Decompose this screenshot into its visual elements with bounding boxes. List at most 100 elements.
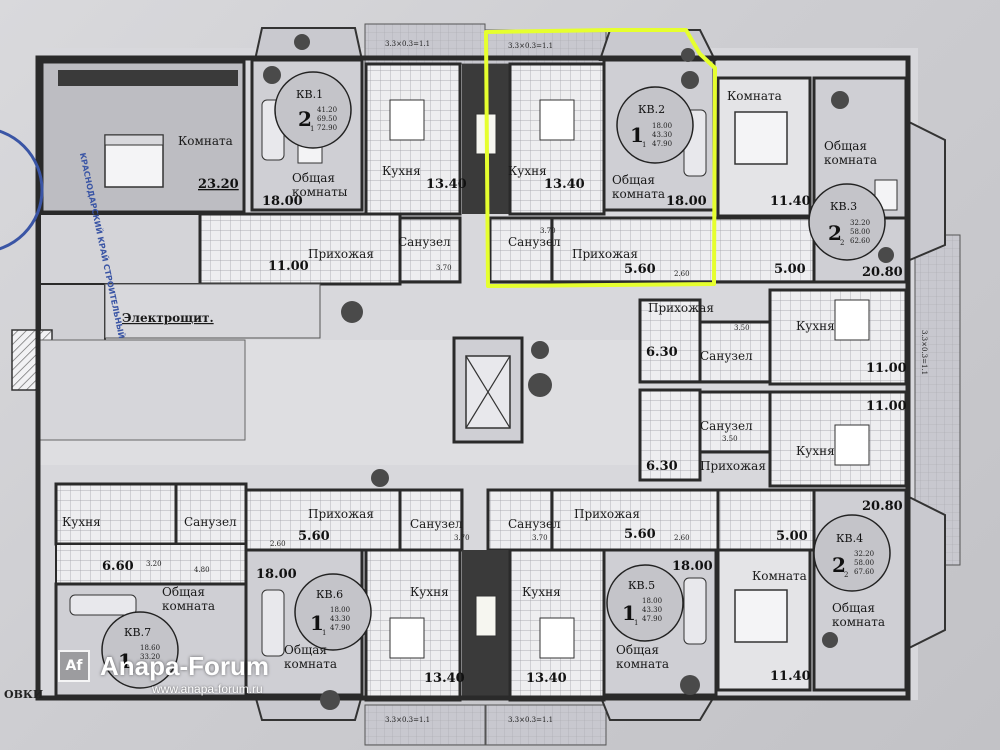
- label-kuhnya-2: Кухня: [508, 164, 547, 178]
- plant-icon: [681, 71, 699, 89]
- area-komnata-br: 11.40: [770, 669, 811, 684]
- balcony-label-bottom-mid: 3.3×0.3=1.1: [508, 716, 553, 724]
- label-sanuzel-6: Санузел: [508, 517, 561, 531]
- area-sanuzel-5: 3.70: [454, 534, 470, 542]
- area-4-80: 4.80: [194, 566, 210, 574]
- apt-kv7-sub: 1: [130, 667, 134, 675]
- apt-kv4-area-a: 32.20: [854, 550, 874, 558]
- area-20-80-a: 20.80: [862, 265, 903, 280]
- label-sanuzel-2: Санузел: [508, 235, 561, 249]
- room-sanuzel-4: [698, 390, 772, 454]
- area-18-00-bl: 18.00: [256, 567, 297, 582]
- plant-icon: [371, 469, 389, 487]
- apt-kv2-area-a: 18.00: [652, 122, 672, 130]
- table-r2-icon: [834, 424, 870, 466]
- apt-kv5-area-a: 18.00: [642, 597, 662, 605]
- balcony-bottom-mid: [485, 704, 607, 746]
- apt-kv1-name: КВ.1: [296, 88, 323, 101]
- area-2-60-a: 2.60: [674, 270, 690, 278]
- apt-kv6-circle[interactable]: [294, 573, 372, 651]
- area-6-30-a: 6.30: [646, 345, 678, 360]
- apt-kv4-area-b: 58.00: [854, 559, 874, 567]
- area-kuhnya-b1: 13.40: [424, 671, 465, 686]
- apt-kv6-area-b: 43.30: [330, 615, 350, 623]
- sofa-kv7-icon: [69, 594, 137, 616]
- room-kuhnya-bl: [54, 482, 178, 546]
- label-prihozhaya-2: Прихожая: [572, 247, 638, 261]
- apt-kv1-area-a: 41.20: [317, 106, 337, 114]
- plant-icon: [531, 341, 549, 359]
- label-sanuzel-1: Санузел: [398, 235, 451, 249]
- balcony-label-right: 3.3×0.3=1.1: [920, 330, 928, 375]
- area-komnata-tr: 11.40: [770, 194, 811, 209]
- apt-kv1-circle[interactable]: [274, 71, 352, 149]
- plant-icon: [341, 301, 363, 323]
- balcony-label-top-mid: 3.3×0.3=1.1: [508, 42, 553, 50]
- label-prihozhaya-3: Прихожая: [648, 301, 714, 315]
- area-3-20: 3.20: [146, 560, 162, 568]
- area-prihozhaya-1: 11.00: [268, 259, 309, 274]
- balcony-bottom-left: [364, 704, 486, 746]
- label-kuhnya-bl: Кухня: [62, 515, 101, 529]
- area-3-50-b: 3.50: [722, 435, 738, 443]
- plant-icon: [320, 690, 340, 710]
- apt-kv3-name: КВ.3: [830, 200, 857, 213]
- room-komnata-br: [716, 548, 812, 692]
- apt-kv4-circle[interactable]: [813, 514, 891, 592]
- apt-kv3-circle[interactable]: [808, 183, 886, 261]
- plant-icon: [822, 632, 838, 648]
- apt-kv4-rooms: 2: [832, 553, 846, 577]
- elevator-cross-b: [465, 355, 511, 429]
- area-komnata-tl: 23.20: [198, 177, 239, 192]
- table-r1-icon: [834, 299, 870, 341]
- apt-kv5-rooms: 1: [622, 601, 636, 625]
- bed-br-icon: [734, 589, 788, 643]
- plants: [263, 34, 894, 710]
- apt-kv3-sub: 2: [840, 239, 844, 247]
- apt-kv7-area-a: 18.60: [140, 644, 160, 652]
- room-sanuzel-3: [698, 320, 772, 384]
- bay-window-kv4: [904, 493, 946, 652]
- wardrobe-tl: [58, 70, 238, 86]
- sofa-kv6-icon: [261, 589, 285, 657]
- apt-kv7-circle[interactable]: [101, 611, 179, 689]
- stair-area: [39, 339, 246, 441]
- apt-kv4-area-c: 67.60: [854, 568, 874, 576]
- apt-kv3-area-a: 32.20: [850, 219, 870, 227]
- apt-kv5-circle[interactable]: [606, 564, 684, 642]
- label-sanuzel-3: Санузел: [700, 349, 753, 363]
- label-komnata-tr: Комната: [727, 89, 782, 103]
- table-b2-icon: [539, 617, 575, 659]
- bay-window-kv3: [904, 118, 946, 264]
- plant-icon: [263, 66, 281, 84]
- plant-icon: [831, 91, 849, 109]
- label-sanuzel-4: Санузел: [700, 419, 753, 433]
- plant-icon: [528, 373, 552, 397]
- area-18-00-br: 18.00: [672, 559, 713, 574]
- area-20-80-b: 20.80: [862, 499, 903, 514]
- label-kuhnya-1: Кухня: [382, 164, 421, 178]
- area-obshaya-kv1: 18.00: [262, 194, 303, 209]
- area-prihozhaya-6: 5.60: [624, 527, 656, 542]
- label-komnata-br: Комната: [752, 569, 807, 583]
- table-k2-icon: [539, 99, 575, 141]
- apt-kv2-circle[interactable]: [616, 86, 694, 164]
- room-sanuzel-6: [486, 488, 554, 552]
- apt-kv4-name: КВ.4: [836, 532, 863, 545]
- plant-icon: [681, 48, 695, 62]
- apt-kv2-rooms: 1: [630, 123, 644, 147]
- tv-stand-kv3-icon: [874, 179, 898, 211]
- apt-kv2-name: КВ.2: [638, 103, 665, 116]
- apt-kv1-rooms: 2: [298, 107, 312, 131]
- apt-kv5-area-b: 43.30: [642, 606, 662, 614]
- apt-kv2-sub: 1: [642, 141, 646, 149]
- watermark-logo: Af: [58, 650, 90, 682]
- stamp-ring: [0, 129, 44, 251]
- watermark: Af Anapa-Forum www.anapa-forum.ru: [58, 650, 269, 696]
- apt-kv4-sub: 2: [844, 571, 848, 579]
- area-kuhnya-2: 13.40: [544, 177, 585, 192]
